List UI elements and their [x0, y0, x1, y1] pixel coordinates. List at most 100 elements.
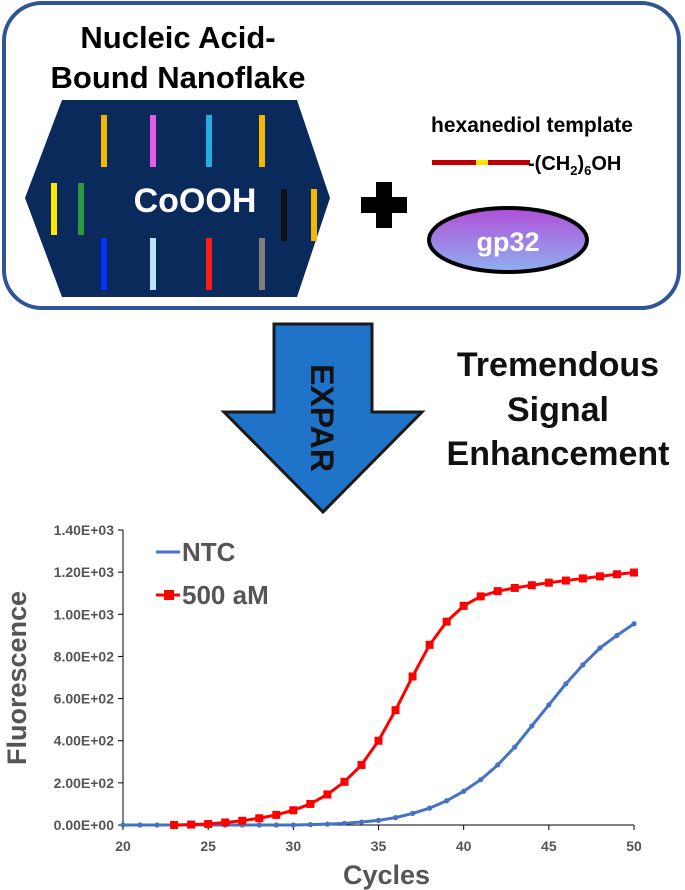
data-point [476, 592, 485, 601]
plus-icon [361, 182, 407, 228]
nucleic-acid-strand [150, 238, 156, 290]
x-tick-label: 35 [371, 838, 387, 854]
data-point [357, 760, 366, 769]
y-tick-label: 1.40E+03 [54, 522, 115, 538]
data-point [358, 819, 365, 825]
data-point [170, 821, 179, 829]
x-tick-label: 30 [286, 838, 302, 854]
data-point [495, 762, 501, 768]
data-point [272, 810, 281, 819]
nucleic-acid-strand [259, 238, 265, 290]
nucleic-acid-strand [259, 115, 265, 167]
data-point [137, 822, 143, 828]
y-tick-label: 4.00E+02 [54, 733, 115, 749]
data-point [427, 805, 433, 811]
nucleic-acid-strand [311, 189, 317, 241]
expar-arrow [220, 322, 426, 515]
fluorescence-chart: 0.00E+002.00E+024.00E+026.00E+028.00E+02… [2, 522, 642, 890]
nucleic-acid-strand [51, 183, 57, 235]
data-point [631, 621, 637, 627]
data-point [510, 583, 519, 592]
y-tick-label: 8.00E+02 [54, 648, 115, 664]
series-500-am [170, 568, 638, 829]
data-point [459, 601, 468, 610]
data-point [544, 578, 553, 587]
nucleic-acid-strand [101, 238, 107, 290]
data-point [187, 820, 196, 829]
data-point [255, 814, 264, 823]
data-point [256, 822, 262, 828]
enhancement-line2: Signal [507, 391, 609, 429]
data-point [408, 672, 417, 681]
legend-marker [164, 590, 174, 600]
x-axis-title: Cycles [343, 860, 430, 890]
gp32-label: gp32 [476, 227, 539, 257]
gp32-protein [427, 206, 589, 274]
data-point [461, 788, 467, 794]
nucleic-acid-strand [78, 183, 84, 235]
template-strand-icon [432, 160, 530, 165]
data-point [630, 568, 638, 577]
chart-legend: NTC 500 aM [156, 537, 269, 610]
nucleic-acid-strand [101, 115, 107, 167]
data-point [529, 723, 535, 729]
data-point [340, 777, 349, 786]
nucleic-acid-strand [206, 238, 212, 290]
data-point [154, 822, 160, 828]
nanoflake-title-line2: Bound Nanoflake [51, 60, 306, 95]
data-point [580, 662, 586, 668]
x-tick-label: 40 [456, 838, 472, 854]
data-point [493, 587, 502, 596]
enhancement-line1: Tremendous [457, 346, 659, 384]
data-point [612, 570, 621, 579]
template-title: hexanediol template [431, 114, 633, 137]
x-tick-label: 45 [541, 838, 557, 854]
data-point [375, 817, 382, 823]
series-line [174, 571, 635, 827]
nanoflake-title-line1: Nucleic Acid- [80, 20, 275, 55]
data-point [324, 821, 330, 827]
data-point [444, 798, 450, 804]
template-chemical-suffix: -(CH2)6OH [528, 153, 621, 178]
data-point [425, 640, 434, 649]
data-point [442, 617, 451, 626]
data-point [307, 821, 313, 828]
data-point [120, 822, 126, 828]
data-point [614, 632, 620, 638]
data-point [561, 576, 570, 585]
data-point [374, 736, 383, 745]
y-axis-title: Fluorescence [2, 591, 32, 765]
data-point [527, 581, 536, 590]
y-tick-label: 6.00E+02 [54, 691, 115, 707]
legend-label: 500 aM [182, 580, 269, 610]
data-point [478, 777, 484, 783]
expar-label: EXPAR [304, 364, 340, 472]
data-point [306, 799, 315, 808]
nucleic-acid-strand [281, 189, 287, 241]
data-point [290, 822, 296, 828]
data-point [546, 702, 552, 708]
y-tick-label: 1.00E+03 [54, 606, 115, 622]
y-tick-label: 0.00E+00 [54, 817, 115, 833]
data-point [578, 574, 587, 583]
data-point [238, 816, 247, 825]
data-point [409, 810, 416, 817]
data-point [392, 815, 399, 821]
data-point [512, 744, 518, 750]
x-tick-label: 20 [115, 838, 131, 854]
nucleic-acid-strand [150, 115, 156, 167]
data-point [323, 790, 332, 799]
nucleic-acid-strands [51, 115, 317, 290]
data-point [221, 818, 230, 827]
series-ntc [120, 621, 637, 828]
data-point [341, 820, 348, 826]
x-tick-label: 50 [626, 838, 642, 854]
cooh-label: CoOOH [134, 182, 257, 220]
series-line [123, 622, 635, 827]
legend-label: NTC [182, 537, 236, 567]
enhancement-line3: Enhancement [447, 435, 670, 473]
nucleic-acid-strand [206, 115, 212, 167]
data-point [563, 681, 569, 687]
data-point [391, 706, 400, 715]
